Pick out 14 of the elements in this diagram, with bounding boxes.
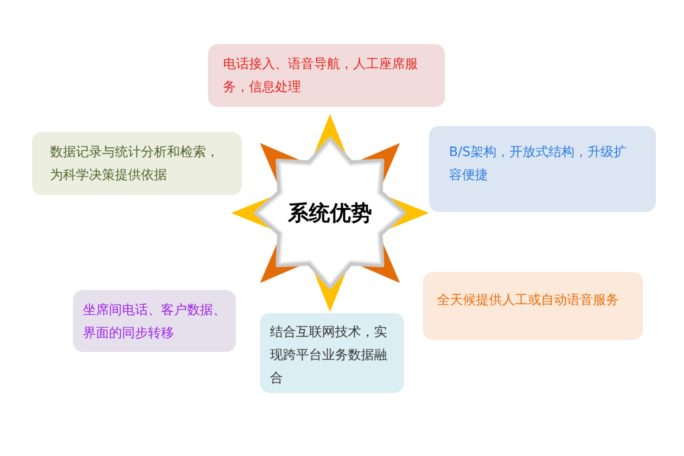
feature-card xyxy=(32,132,242,195)
feature-card xyxy=(429,126,656,212)
feature-text: 数据记录与统计分析和检索，为科学决策提供依据 xyxy=(50,144,220,185)
feature-text: 坐席间电话、客户数据、界面的同步转移 xyxy=(83,302,227,343)
feature-text: 结合互联网技术，实现跨平台业务数据融合 xyxy=(270,324,388,388)
feature-text: 电话接入、语音导航，人工座席服务，信息处理 xyxy=(223,56,419,97)
star-title: 系统优势 xyxy=(288,200,372,227)
feature-card xyxy=(208,44,445,107)
feature-text: B/S架构，开放式结构，升级扩容便捷 xyxy=(449,144,628,185)
feature-card xyxy=(260,313,404,393)
star-shape xyxy=(230,113,430,313)
feature-text: 全天候提供人工或自动语音服务 xyxy=(437,292,620,310)
feature-card xyxy=(423,272,643,340)
feature-card xyxy=(73,290,236,352)
